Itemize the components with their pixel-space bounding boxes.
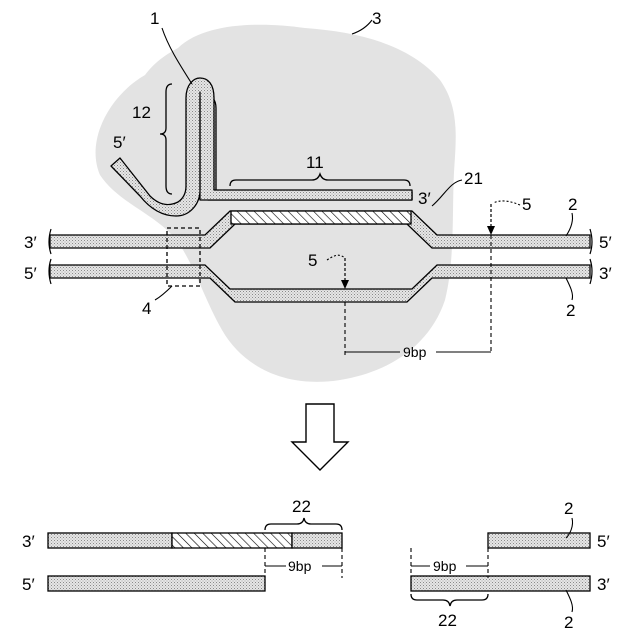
right-fragment-top bbox=[488, 533, 590, 548]
target-region bbox=[231, 211, 411, 224]
label-2-top: 2 bbox=[568, 195, 577, 214]
cut-arrowhead-top bbox=[487, 226, 495, 235]
leader-cut-top bbox=[493, 201, 520, 205]
result-label-left-3prime: 3′ bbox=[22, 532, 35, 551]
right-fragment-bottom bbox=[411, 576, 590, 591]
leader-4 bbox=[155, 286, 172, 300]
result-label-22-left: 22 bbox=[292, 497, 311, 516]
label-9bp: 9bp bbox=[403, 344, 427, 360]
label-5prime-tail: 5′ bbox=[113, 133, 126, 152]
result-label-2-top: 2 bbox=[564, 499, 573, 518]
label-5-top: 5 bbox=[522, 195, 531, 214]
label-4: 4 bbox=[142, 299, 151, 318]
label-3: 3 bbox=[372, 9, 381, 28]
result-label-9bp-left: 9bp bbox=[288, 558, 312, 574]
left-fragment-hatched bbox=[172, 533, 292, 548]
brace-22-right bbox=[411, 594, 488, 606]
label-2-bottom: 2 bbox=[566, 301, 575, 320]
label-left-3prime: 3′ bbox=[24, 233, 37, 252]
left-fragment-overhang bbox=[292, 533, 342, 548]
brace-22-left bbox=[265, 518, 342, 530]
label-12: 12 bbox=[132, 103, 151, 122]
left-fragment-top bbox=[48, 533, 172, 548]
left-fragment-bottom bbox=[48, 576, 265, 591]
leader-2-top bbox=[566, 213, 573, 236]
label-left-5prime: 5′ bbox=[24, 264, 37, 283]
label-right-3prime: 3′ bbox=[599, 264, 612, 283]
leader-2-bottom bbox=[566, 278, 573, 300]
result-label-right-3prime: 3′ bbox=[597, 575, 610, 594]
label-1: 1 bbox=[150, 9, 159, 28]
leader-right-bottom bbox=[566, 590, 573, 612]
transition-arrow bbox=[292, 404, 348, 470]
result-label-22-right: 22 bbox=[438, 611, 457, 630]
label-5-bottom: 5 bbox=[308, 251, 317, 270]
result-label-9bp-right: 9bp bbox=[433, 558, 457, 574]
label-11: 11 bbox=[306, 153, 324, 172]
label-21: 21 bbox=[464, 169, 483, 188]
label-3prime-guide: 3′ bbox=[418, 189, 431, 208]
result-label-left-5prime: 5′ bbox=[22, 575, 35, 594]
label-right-5prime: 5′ bbox=[599, 233, 612, 252]
result-label-2-bottom: 2 bbox=[564, 613, 573, 632]
leader-3 bbox=[352, 20, 372, 34]
result-label-right-5prime: 5′ bbox=[597, 532, 610, 551]
